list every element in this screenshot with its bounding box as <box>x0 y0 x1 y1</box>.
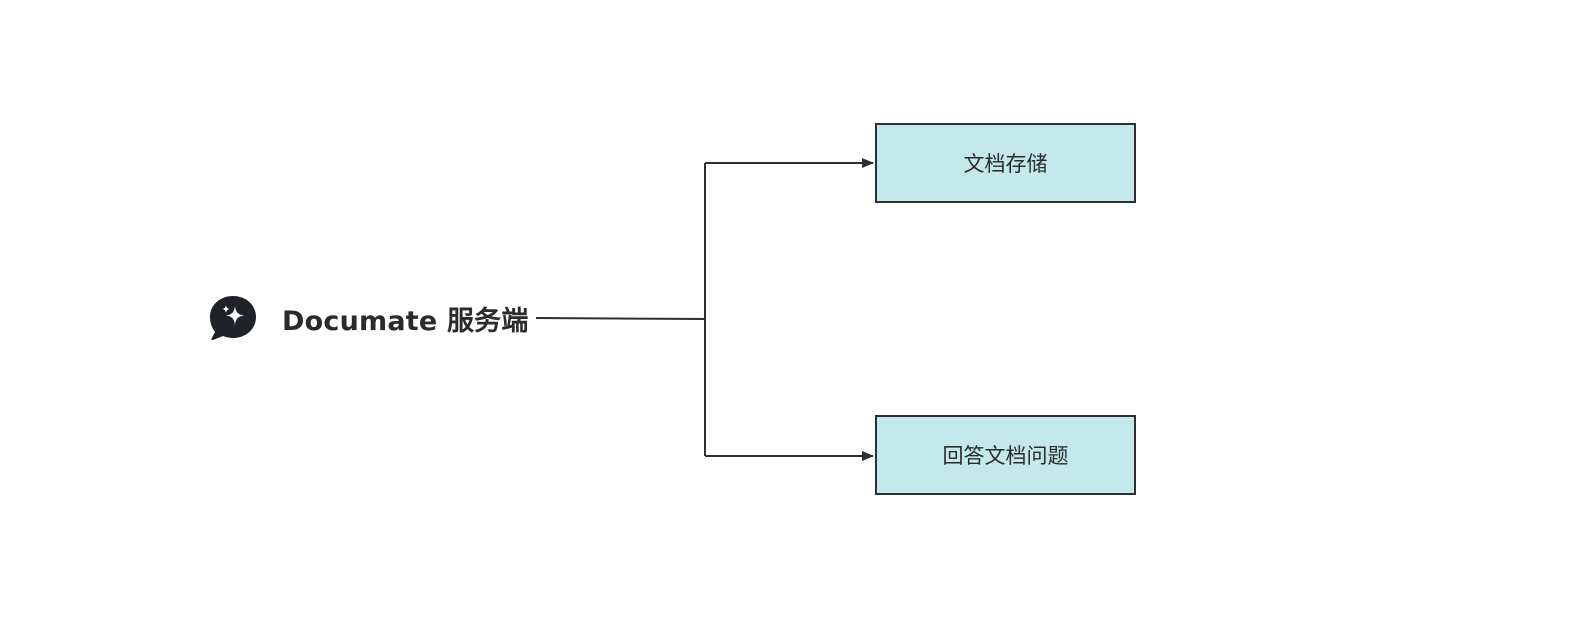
source-label: Documate 服务端 <box>282 305 529 337</box>
node-label: 回答文档问题 <box>942 444 1069 468</box>
chat-sparkle-icon <box>210 296 256 341</box>
source-node[interactable]: Documate 服务端 <box>208 294 529 342</box>
connector-trunk <box>535 317 706 320</box>
node-answer-questions[interactable]: 回答文档问题 <box>875 415 1136 495</box>
node-document-storage[interactable]: 文档存储 <box>875 123 1136 203</box>
node-label: 文档存储 <box>963 152 1048 176</box>
